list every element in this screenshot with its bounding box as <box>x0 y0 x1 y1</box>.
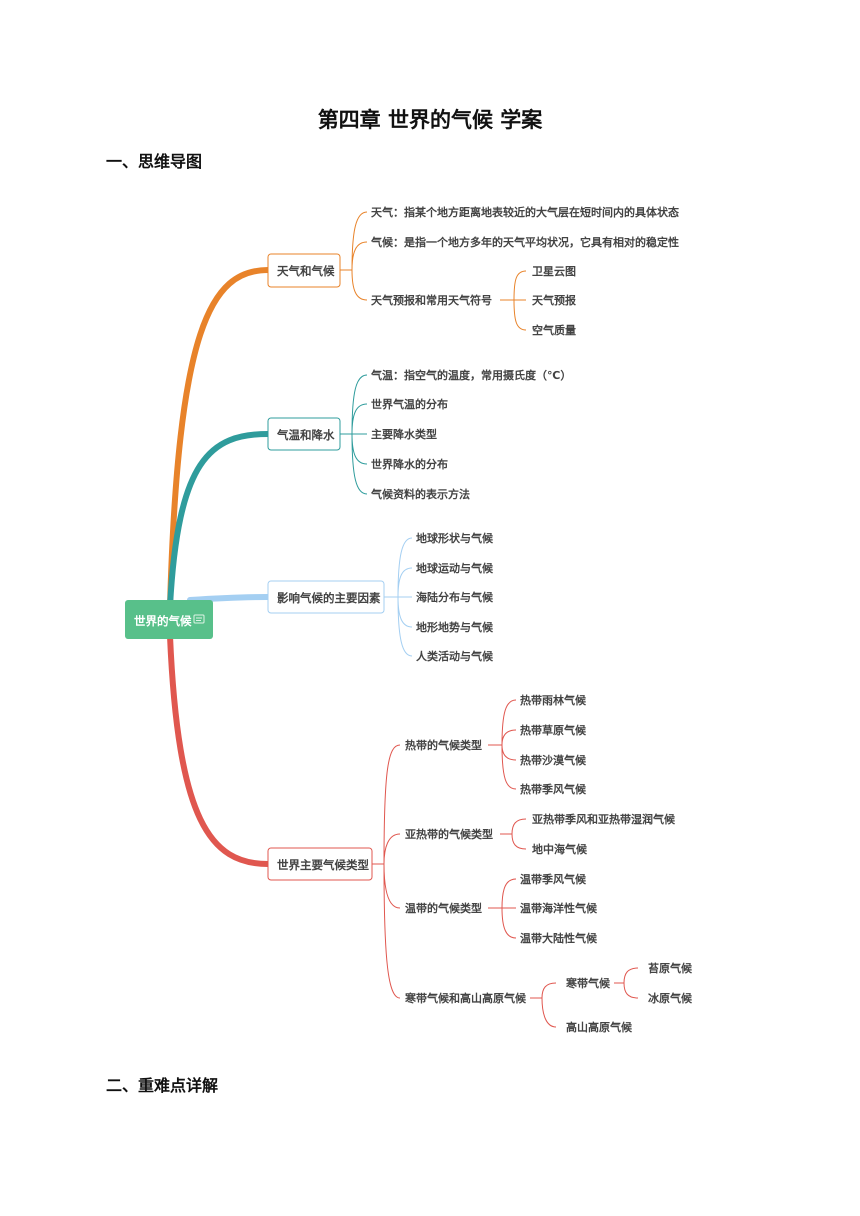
node-temperature-and-precipitation-label: 气温和降水 <box>276 428 335 442</box>
forecast-bracket <box>500 270 527 331</box>
frigid-and-highland-climate: 寒带气候和高山高原气候 <box>404 991 527 1005</box>
world-temperature-distribution: 世界气温的分布 <box>371 397 448 411</box>
section-heading-key-points: 二、重难点详解 <box>106 1076 219 1095</box>
branch-line-weather <box>167 267 271 609</box>
branch-line-factors <box>187 594 271 603</box>
air-quality: 空气质量 <box>532 323 576 337</box>
climate-data-representation: 气候资料的表示方法 <box>370 487 470 501</box>
node-major-climate-types-label: 世界主要气候类型 <box>277 858 369 872</box>
types-bracket <box>372 744 401 999</box>
section-heading-mindmap: 一、思维导图 <box>106 152 203 171</box>
cold-zone-bracket <box>614 967 639 999</box>
subtropical-climate-types: 亚热带的气候类型 <box>405 827 493 841</box>
mediterranean-climate: 地中海气候 <box>532 842 588 856</box>
main-precipitation-types: 主要降水类型 <box>371 427 437 441</box>
document-title: 第四章 世界的气候 学案 <box>317 107 543 132</box>
temperature-bracket <box>340 374 368 495</box>
subtropical-monsoon-humid-climate: 亚热带季风和亚热带湿润气候 <box>532 812 676 826</box>
satellite-cloud-image: 卫星云图 <box>532 265 576 278</box>
temperate-bracket <box>488 878 517 939</box>
tropical-bracket <box>488 699 517 790</box>
terrain-and-climate: 地形地势与气候 <box>416 620 494 634</box>
branch-line-types <box>167 633 271 867</box>
tropical-climate-types: 热带的气候类型 <box>405 738 482 752</box>
frigid-bracket <box>530 982 557 1028</box>
weather-forecast: 天气预报 <box>532 293 577 307</box>
ice-cap-climate: 冰原气候 <box>648 991 693 1005</box>
tropical-rainforest-climate: 热带雨林气候 <box>520 693 587 707</box>
tropical-desert-climate: 热带沙漠气候 <box>520 753 587 767</box>
root-node[interactable] <box>125 600 213 639</box>
forecast-and-symbols: 天气预报和常用天气符号 <box>371 293 492 307</box>
root-node-label: 世界的气候 <box>134 614 192 628</box>
node-climate-factors-label: 影响气候的主要因素 <box>277 591 381 605</box>
weather-bracket <box>340 211 368 301</box>
highland-climate: 高山高原气候 <box>566 1020 633 1034</box>
factors-bracket <box>384 537 413 657</box>
tropical-savanna-climate: 热带草原气候 <box>520 723 587 737</box>
branch-line-temperature <box>167 431 271 609</box>
climate-definition: 气候：是指一个地方多年的天气平均状况，它具有相对的稳定性 <box>370 235 679 249</box>
temperate-continental-climate: 温带大陆性气候 <box>520 931 598 945</box>
human-activity-and-climate: 人类活动与气候 <box>416 649 494 663</box>
earth-shape-and-climate: 地球形状与气候 <box>416 531 494 545</box>
tropical-monsoon-climate: 热带季风气候 <box>520 782 587 796</box>
world-precipitation-distribution: 世界降水的分布 <box>371 457 448 471</box>
cold-zone-climate: 寒带气候 <box>565 976 611 990</box>
node-weather-and-climate-label: 天气和气候 <box>277 264 335 278</box>
temperate-monsoon-climate: 温带季风气候 <box>520 872 587 886</box>
earth-motion-and-climate: 地球运动与气候 <box>416 561 494 575</box>
land-sea-distribution-and-climate: 海陆分布与气候 <box>416 590 494 604</box>
subtropical-bracket <box>500 818 527 850</box>
temperate-climate-types: 温带的气候类型 <box>405 901 482 915</box>
tundra-climate: 苔原气候 <box>648 961 693 975</box>
note-icon <box>193 614 205 624</box>
temperate-maritime-climate: 温带海洋性气候 <box>520 901 598 915</box>
temperature-definition: 气温：指空气的温度，常用摄氏度（℃） <box>370 368 571 382</box>
weather-definition: 天气：指某个地方距离地表较近的大气层在短时间内的具体状态 <box>371 205 679 219</box>
